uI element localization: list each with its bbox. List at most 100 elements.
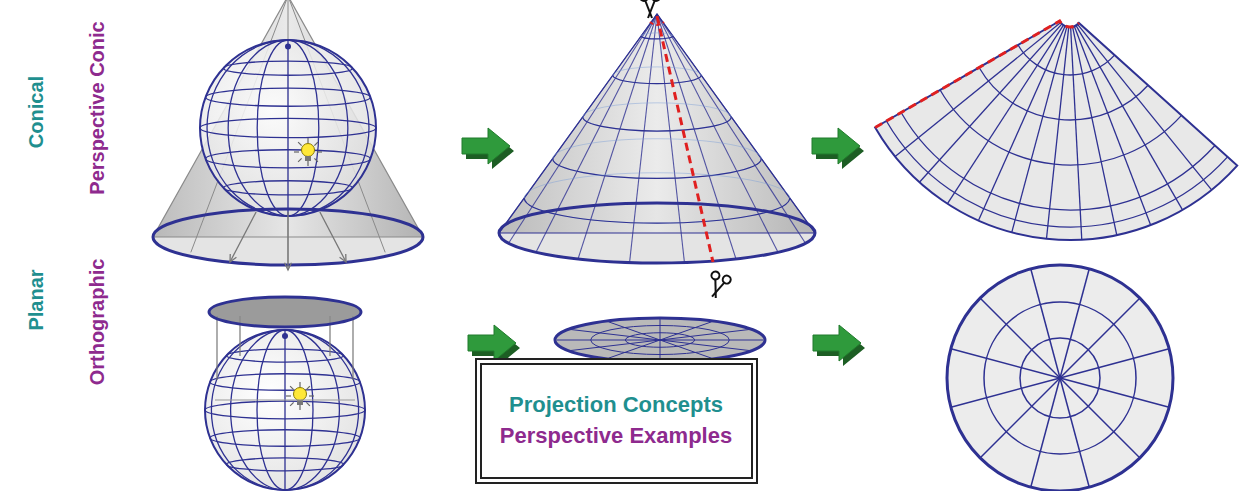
bulb-base [297,400,303,405]
light-ray [299,405,300,410]
pole [285,43,291,49]
cone-meridian [536,14,657,252]
projection-ray-head [340,254,346,262]
light-ray [309,395,314,396]
meridian [1046,27,1068,239]
light-ray [306,386,310,390]
projection-plane [209,297,361,327]
cut-line [650,22,664,25]
cone-meridian [657,14,684,263]
meridian [952,378,1060,407]
meridian [1060,299,1139,378]
cone-meridian [657,14,805,243]
bulb-glass [294,388,307,401]
process-arrow [812,128,860,164]
light-ray [294,151,299,152]
meridian [1060,270,1089,378]
meridian [660,319,661,340]
parallel [886,121,1227,227]
light-ray [290,402,294,406]
light-ray [306,402,310,406]
parallel [979,68,1148,120]
parallel [200,118,376,137]
cut-edge [875,21,1079,128]
cone-parallel-back [641,33,673,39]
projection-ray [215,400,355,401]
parallel [206,150,371,168]
cone-base-rim [499,203,815,263]
planar-map [947,265,1173,491]
light-ray [286,395,291,396]
meridian [978,26,1065,221]
meridian [231,330,340,490]
meridian [1060,378,1139,457]
meridian [257,40,319,216]
projection-ray [352,316,353,380]
parallel [223,61,352,75]
projection-ray [287,212,288,270]
globe [200,40,376,216]
light-ray [317,151,322,152]
projection-ray [230,212,256,262]
process-arrow [813,325,861,361]
cone-surface [499,14,815,233]
globe-outline [205,330,365,490]
row-label: Planar [25,269,48,330]
light-bulb [294,138,322,166]
process-arrow [468,325,516,361]
meridian [952,349,1060,378]
light-ray [298,142,302,146]
cone-parallel [553,159,762,179]
parallel [940,90,1181,165]
parallel [210,430,360,446]
meridian [284,330,285,490]
process-arrow [462,128,510,164]
row-label: Perspective Conic [86,21,109,194]
meridian [228,40,348,216]
light-ray [314,158,318,162]
meridian [1031,378,1060,486]
meridian [660,340,763,341]
light-ray [314,142,318,146]
meridian [660,340,712,358]
row-label: Orthographic [86,259,109,386]
light-ray [307,161,308,166]
box-text: Perspective Examples [500,421,732,452]
meridian [1031,270,1060,378]
light-bulb [286,382,314,410]
blade [648,0,655,18]
handle [640,0,648,1]
meridian [1072,27,1116,235]
parallel [205,401,365,419]
cone-parallel-back [613,67,701,84]
parallel [226,458,343,471]
row-label: Conical [25,76,48,148]
meridian [557,340,660,341]
meridian [895,23,1061,157]
cone-parallel-back [583,103,732,131]
projection-ray-head [285,263,292,270]
meridian [287,40,288,216]
meridian [1012,27,1067,233]
light-ray [298,158,302,162]
title-box: Projection ConceptsPerspective Examples [475,358,758,484]
parallel [206,88,371,106]
cone-parallel [583,117,732,131]
projection-plane [555,318,765,362]
meridian [660,330,749,341]
globe [205,330,365,490]
meridian [919,24,1062,182]
cone-parallel [641,36,673,39]
meridian [257,330,313,490]
meridian [981,378,1060,457]
projection-ray [320,212,346,262]
globe-outline [200,40,376,216]
meridian [211,330,358,490]
unrolled-cone [875,21,1237,240]
parallel [1018,45,1115,75]
bulb-base [305,156,311,161]
meridian [1060,349,1168,378]
handle [722,274,732,284]
cut-line [657,16,713,262]
